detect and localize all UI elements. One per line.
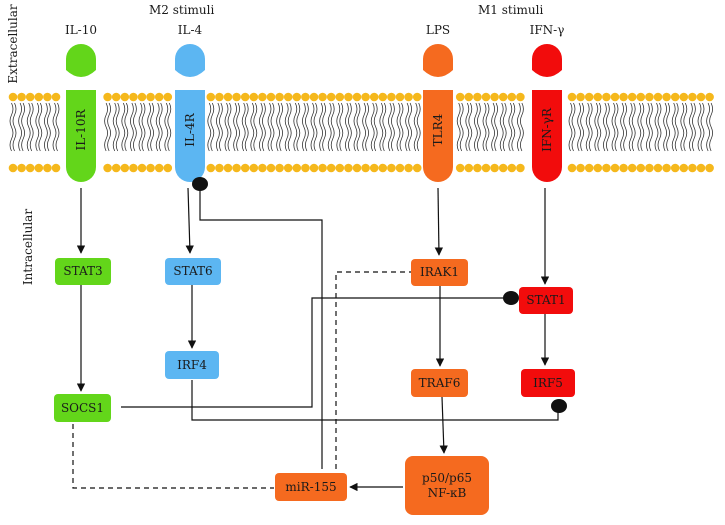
il10-label: IL-10 [65, 23, 97, 37]
il10r-label: IL-10R [74, 109, 88, 151]
nfkb-node: p50/p65 NF-κB [405, 456, 489, 515]
socs1-mir155-link [72, 424, 274, 489]
arrow-il4r-stat6 [185, 187, 194, 254]
socs1-node: SOCS1 [54, 394, 111, 422]
tlr4-label: TLR4 [431, 113, 445, 146]
inhibition-heads [192, 177, 567, 413]
stat3-node: STAT3 [55, 258, 111, 285]
irf4-node: IRF4 [165, 351, 219, 379]
m2-stimuli-label: M2 stimuli [149, 3, 215, 17]
activation-arrows [76, 187, 550, 492]
inhibit-irf4-irf5 [191, 380, 559, 421]
arrow-tlr4-irak1 [434, 187, 444, 256]
extracellular-label: Extracellular [6, 4, 20, 83]
inhibit-head-irf5 [551, 399, 567, 413]
inhibit-socs1-stat1 [121, 297, 506, 408]
ifngr-receptor [532, 44, 562, 182]
nfkb-line1: p50/p65 [422, 471, 472, 486]
tlr4-receptor [423, 44, 453, 182]
ifngr-label: IFN-γR [540, 107, 554, 152]
nfkb-line2: NF-κB [427, 485, 467, 500]
inhibit-head-stat1 [503, 291, 519, 305]
ifng-label: IFN-γ [530, 23, 565, 37]
m1-stimuli-label: M1 stimuli [478, 3, 544, 17]
inhibit-mir155-irak1 [335, 271, 432, 469]
lps-label: LPS [426, 23, 450, 37]
cell-membrane [8, 92, 714, 173]
il10r-receptor [66, 44, 96, 182]
inhibit-mir155-il4r [199, 188, 323, 469]
stat1-node: STAT1 [519, 287, 573, 314]
il4r-receptor [175, 44, 205, 182]
irak1-node: IRAK1 [411, 259, 468, 286]
irf5-node: IRF5 [521, 369, 575, 397]
inhibition-lines [72, 188, 559, 489]
arrow-traf6-nfkb [439, 396, 448, 454]
il4r-label: IL-4R [183, 112, 197, 146]
mir155-node: miR-155 [275, 473, 347, 501]
il4-label: IL-4 [178, 23, 203, 37]
traf6-node: TRAF6 [411, 369, 468, 397]
intracellular-label: Intracellular [21, 209, 35, 285]
stat6-node: STAT6 [165, 258, 221, 285]
inhibit-head-il4r [192, 177, 208, 191]
